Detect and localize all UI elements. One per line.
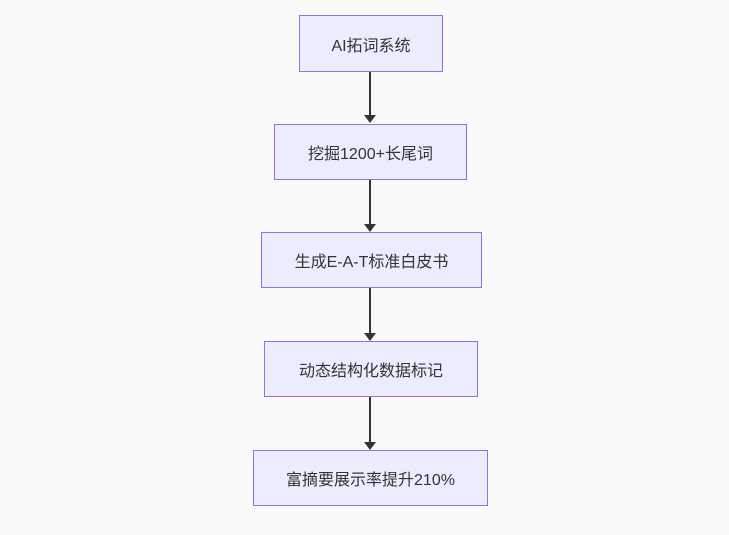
arrowhead-down-icon xyxy=(364,115,376,123)
flowchart-node-step-5: 富摘要展示率提升210% xyxy=(253,450,488,506)
flowchart-edge-line xyxy=(369,72,371,115)
node-label: 挖掘1200+长尾词 xyxy=(308,146,433,163)
flowchart-edge-line xyxy=(369,288,371,333)
arrowhead-down-icon xyxy=(364,333,376,341)
node-label: 富摘要展示率提升210% xyxy=(286,472,455,489)
flowchart-edge-line xyxy=(369,397,371,442)
node-label: 动态结构化数据标记 xyxy=(298,363,443,380)
flowchart-node-step-4: 动态结构化数据标记 xyxy=(264,341,478,397)
flowchart-node-step-1: AI拓词系统 xyxy=(299,15,443,72)
flowchart-node-step-2: 挖掘1200+长尾词 xyxy=(274,124,467,180)
arrowhead-down-icon xyxy=(364,224,376,232)
arrowhead-down-icon xyxy=(364,442,376,450)
flowchart-edge-line xyxy=(369,180,371,224)
flowchart-node-step-3: 生成E-A-T标准白皮书 xyxy=(261,232,482,288)
node-label: AI拓词系统 xyxy=(331,37,411,55)
node-label: 生成E-A-T标准白皮书 xyxy=(294,254,449,271)
